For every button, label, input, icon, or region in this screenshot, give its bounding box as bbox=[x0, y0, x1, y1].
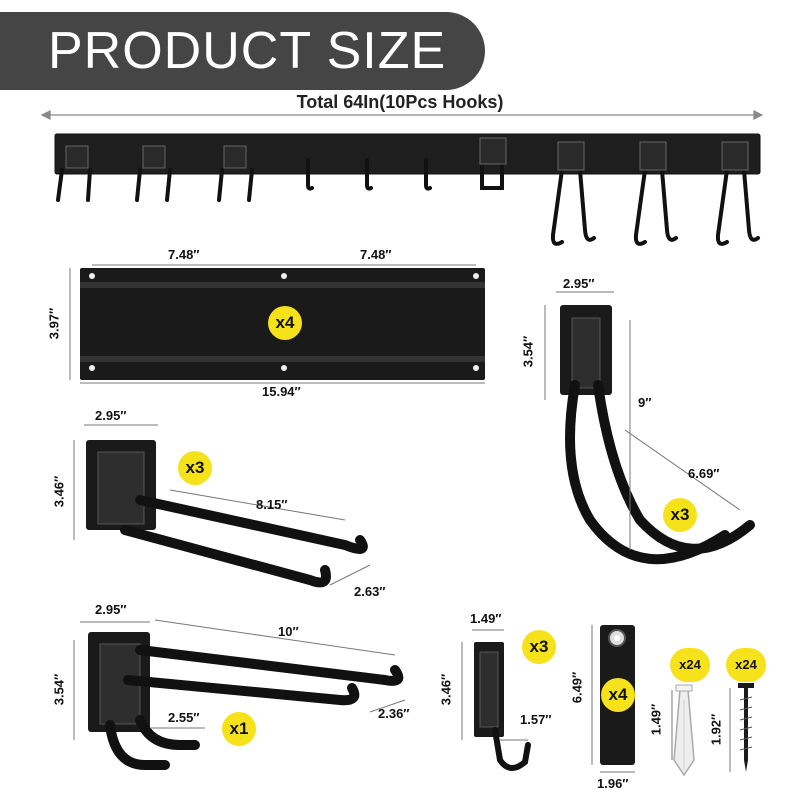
rail-dimension-lines bbox=[69, 264, 485, 384]
title-banner: PRODUCT SIZE bbox=[0, 12, 485, 90]
utility-hook bbox=[544, 291, 755, 565]
double-height-label: 3.46″ bbox=[51, 475, 67, 508]
anchor-height-label: 1.49″ bbox=[648, 703, 664, 736]
screw-qty-badge: x24 bbox=[726, 648, 766, 682]
small-height-label: 3.46″ bbox=[438, 673, 454, 706]
long-qty-badge: x1 bbox=[222, 712, 256, 746]
wall-anchor bbox=[671, 684, 695, 777]
total-length-label: Total 64In(10Pcs Hooks) bbox=[296, 92, 504, 112]
total-dimension-line bbox=[40, 110, 764, 120]
double-qty-badge: x3 bbox=[178, 451, 212, 485]
double-hook bbox=[73, 424, 371, 588]
double-width-label: 2.95″ bbox=[95, 408, 127, 423]
assembled-rail bbox=[54, 133, 761, 246]
small-reach-label: 1.57″ bbox=[520, 712, 552, 727]
long-spacing-label: 2.55″ bbox=[168, 710, 200, 725]
screw-height-label: 1.92″ bbox=[708, 713, 724, 746]
rail-segment-1-label: 7.48″ bbox=[168, 247, 200, 262]
utility-width-label: 2.95″ bbox=[563, 276, 595, 291]
small-qty-badge: x3 bbox=[522, 630, 556, 664]
utility-drop-label: 9″ bbox=[638, 395, 652, 410]
double-gap-label: 2.63″ bbox=[354, 584, 386, 599]
small-width-label: 1.49″ bbox=[470, 611, 502, 626]
strap-width-label: 1.96″ bbox=[597, 776, 629, 791]
banner-title: PRODUCT SIZE bbox=[48, 22, 447, 80]
long-gap-label: 2.36″ bbox=[378, 706, 410, 721]
strap-height-label: 6.49″ bbox=[569, 671, 585, 704]
long-width-label: 2.95″ bbox=[95, 602, 127, 617]
rail-segment-2-label: 7.48″ bbox=[360, 247, 392, 262]
utility-height-label: 3.54″ bbox=[520, 335, 536, 368]
small-hook bbox=[461, 629, 531, 771]
long-hook bbox=[73, 619, 406, 770]
double-length-label: 8.15″ bbox=[256, 497, 288, 512]
anchor-qty-badge: x24 bbox=[670, 648, 710, 682]
utility-reach-label: 6.69″ bbox=[688, 466, 720, 481]
rail-qty-badge: x4 bbox=[268, 306, 302, 340]
long-length-label: 10″ bbox=[278, 624, 299, 639]
utility-qty-badge: x3 bbox=[663, 498, 697, 532]
strap-qty-badge: x4 bbox=[601, 678, 635, 712]
rail-length-label: 15.94″ bbox=[262, 384, 301, 399]
rail-height-label: 3.97″ bbox=[46, 307, 62, 340]
screw bbox=[729, 683, 754, 772]
long-height-label: 3.54″ bbox=[51, 673, 67, 706]
